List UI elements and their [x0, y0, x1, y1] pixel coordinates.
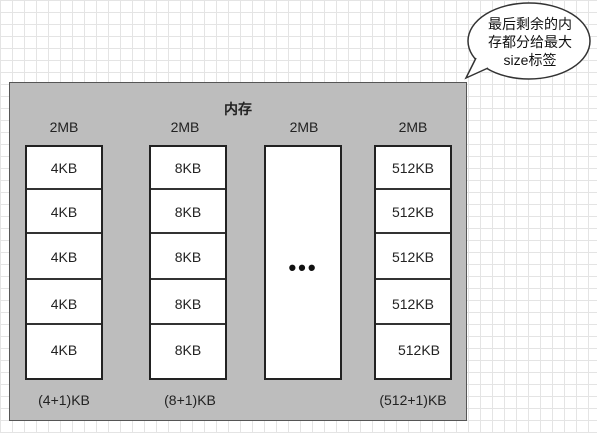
callout-ellipse [467, 2, 591, 80]
slot: 4KB [50, 342, 78, 358]
slot: 8KB [174, 160, 202, 176]
slot-divider [151, 232, 225, 234]
callout-tail [464, 57, 489, 80]
callout-text: 最后剩余的内 存都分给最大 size标签 [474, 15, 586, 69]
callout-tail-join [476, 57, 488, 69]
slot: 4KB [50, 249, 78, 265]
column-footer: (8+1)KB [164, 392, 216, 408]
slot: 8KB [174, 296, 202, 312]
memory-title: 内存 [224, 101, 252, 117]
slot-divider [27, 188, 101, 190]
column-footer: (512+1)KB [379, 392, 447, 408]
memory-column-512kb: 512KB 512KB 512KB 512KB 512KB [374, 145, 452, 380]
slot: 512KB [391, 296, 435, 312]
column-size-label: 2MB [49, 119, 79, 135]
column-size-label: 2MB [170, 119, 200, 135]
slot-divider [27, 232, 101, 234]
slot-divider [376, 278, 450, 280]
slot-divider [151, 278, 225, 280]
memory-container: 内存 2MB 4KB 4KB 4KB 4KB 4KB (4+1)KB 2MB 8… [9, 82, 467, 421]
slot: 512KB [397, 342, 441, 358]
slot-divider [27, 323, 101, 325]
memory-column-4kb: 4KB 4KB 4KB 4KB 4KB [25, 145, 103, 380]
slot: 8KB [174, 204, 202, 220]
slot-divider [376, 188, 450, 190]
callout-line-1: 最后剩余的内 [488, 16, 572, 32]
column-footer: (4+1)KB [38, 392, 90, 408]
slot-divider [376, 323, 450, 325]
slot-divider [151, 323, 225, 325]
slot: 8KB [174, 342, 202, 358]
slot: 512KB [391, 204, 435, 220]
slot: 8KB [174, 249, 202, 265]
slot: 4KB [50, 204, 78, 220]
slot: 512KB [391, 160, 435, 176]
column-size-label: 2MB [398, 119, 428, 135]
slot: 512KB [391, 249, 435, 265]
memory-column-8kb: 8KB 8KB 8KB 8KB 8KB [149, 145, 227, 380]
memory-column-ellipsis: ••• [264, 145, 342, 380]
slot-divider [151, 188, 225, 190]
column-size-label: 2MB [289, 119, 319, 135]
slot: 4KB [50, 160, 78, 176]
slot-divider [376, 232, 450, 234]
ellipsis-icon: ••• [288, 255, 318, 280]
callout-line-3: size标签 [503, 52, 557, 68]
slot-divider [27, 278, 101, 280]
slot: 4KB [50, 296, 78, 312]
callout-line-2: 存都分给最大 [488, 34, 572, 50]
